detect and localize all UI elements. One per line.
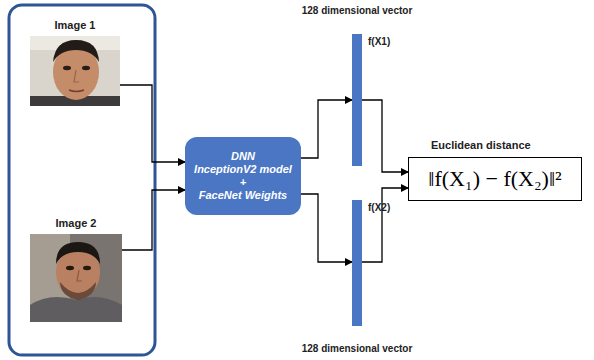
process-box: DNNInceptionV2 model+FaceNet Weights xyxy=(185,137,301,215)
face-photo-2 xyxy=(30,234,122,322)
vector-label: f(X2) xyxy=(368,202,390,213)
process-text: + xyxy=(240,176,246,189)
process-text: FaceNet Weights xyxy=(199,189,287,202)
process-text: InceptionV2 model xyxy=(194,163,292,176)
flow-arrow xyxy=(122,190,185,250)
distance-box: Euclidean distance‖f(X₁) − f(X₂)‖² xyxy=(408,157,582,201)
flow-arrow xyxy=(362,188,408,262)
image-frame: Image 1 xyxy=(30,36,120,106)
flow-arrow xyxy=(120,85,185,162)
image-title: Image 1 xyxy=(30,19,120,31)
image-title: Image 2 xyxy=(30,217,122,229)
distance-formula: ‖f(X₁) − f(X₂)‖² xyxy=(428,166,561,192)
process-text: DNN xyxy=(231,150,255,163)
flow-arrow xyxy=(362,100,408,172)
flow-arrow xyxy=(301,194,352,262)
vector-caption: 128 dimensional vector xyxy=(302,5,413,16)
vector-bar: f(X2) xyxy=(352,200,362,326)
face-photo-1 xyxy=(30,36,120,106)
vector-caption: 128 dimensional vector xyxy=(302,343,413,354)
image-frame: Image 2 xyxy=(30,234,122,322)
vector-label: f(X1) xyxy=(368,36,390,47)
distance-title: Euclidean distance xyxy=(431,139,531,151)
input-group-frame xyxy=(9,5,155,355)
flow-arrow xyxy=(301,100,352,158)
vector-bar: f(X1) xyxy=(352,34,362,166)
